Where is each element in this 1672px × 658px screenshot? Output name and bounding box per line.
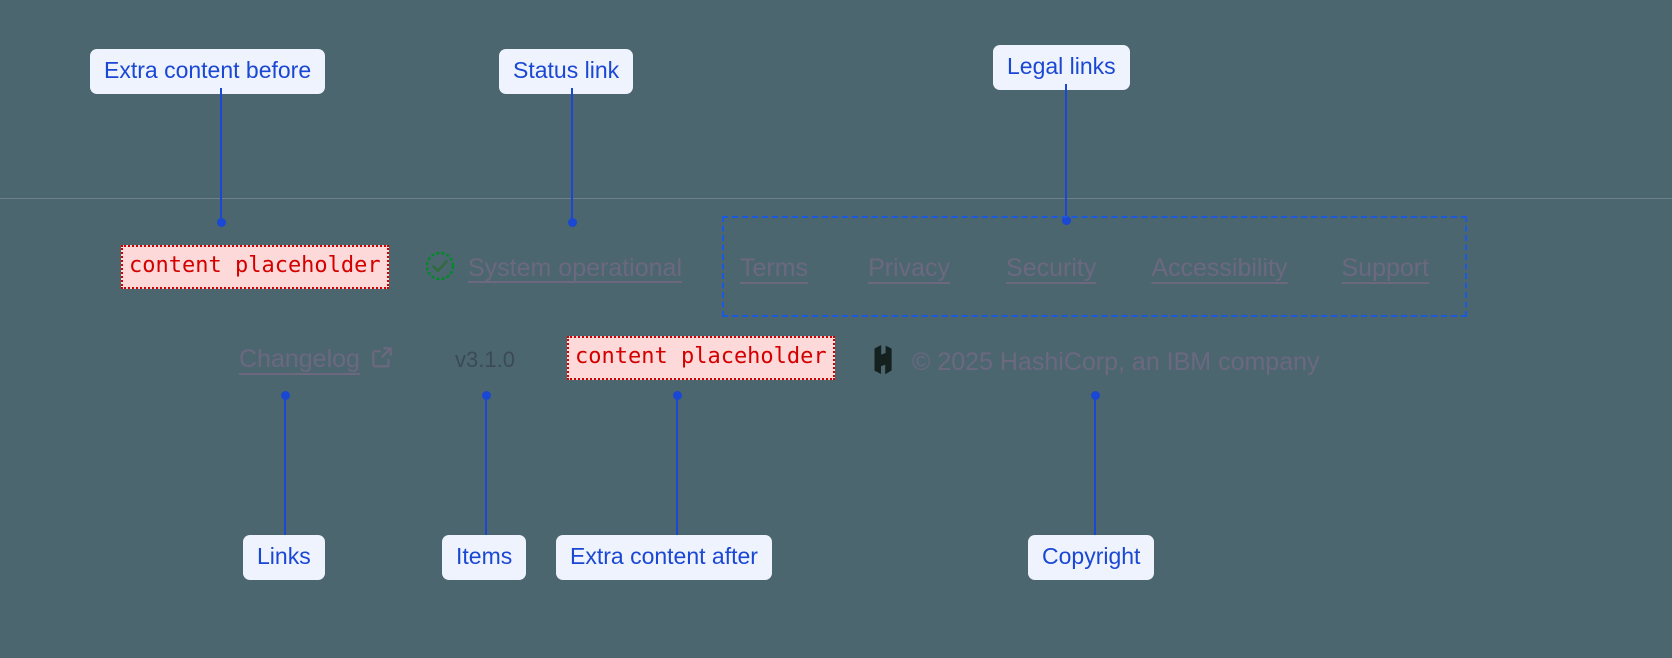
leader-dot-extra-content-before <box>217 218 226 227</box>
callout-legal-links: Legal links <box>993 45 1130 90</box>
footer-top-divider <box>0 198 1672 199</box>
legal-link-security[interactable]: Security <box>1006 254 1097 282</box>
version-container: v3.1.0 <box>455 347 515 373</box>
leader-extra-content-after <box>676 395 678 535</box>
hashicorp-logo <box>868 344 898 381</box>
changelog-container: Changelog <box>239 344 395 375</box>
copyright-container: © 2025 HashiCorp, an IBM company <box>868 344 1320 381</box>
leader-items <box>485 395 487 535</box>
callout-status-link: Status link <box>499 49 634 94</box>
legal-link-support[interactable]: Support <box>1341 254 1430 282</box>
status-link-container: System operational <box>424 250 682 287</box>
leader-dot-legal-links <box>1062 216 1071 225</box>
callout-items: Items <box>442 535 527 580</box>
leader-copyright <box>1094 395 1096 535</box>
footer-row-primary: content placeholder <box>121 245 389 289</box>
leader-legal-links <box>1065 84 1067 220</box>
status-link-label: System operational <box>468 254 683 282</box>
legal-links-highlight-box <box>722 216 1467 317</box>
content-placeholder-after: content placeholder <box>567 336 835 380</box>
external-link-icon <box>369 344 395 375</box>
version-label: v3.1.0 <box>455 347 515 372</box>
check-circle-icon <box>424 250 456 287</box>
callout-extra-content-after: Extra content after <box>556 535 772 580</box>
status-link[interactable]: System operational <box>424 250 682 287</box>
leader-extra-content-before <box>220 88 222 222</box>
content-placeholder-after-container: content placeholder <box>567 336 835 380</box>
legal-links-group: Terms Privacy Security Accessibility Sup… <box>740 254 1429 283</box>
changelog-label: Changelog <box>239 345 360 373</box>
leader-dot-status-link <box>568 218 577 227</box>
legal-link-privacy[interactable]: Privacy <box>868 254 951 282</box>
callout-extra-content-before: Extra content before <box>90 49 326 94</box>
copyright-text: © 2025 HashiCorp, an IBM company <box>912 348 1320 376</box>
leader-status-link <box>571 88 573 222</box>
callout-copyright: Copyright <box>1028 535 1155 580</box>
leader-links <box>284 395 286 535</box>
legal-link-terms[interactable]: Terms <box>740 254 809 282</box>
callout-links: Links <box>243 535 325 580</box>
changelog-link[interactable]: Changelog <box>239 344 395 375</box>
content-placeholder-before: content placeholder <box>121 245 389 289</box>
legal-link-accessibility[interactable]: Accessibility <box>1151 254 1288 282</box>
